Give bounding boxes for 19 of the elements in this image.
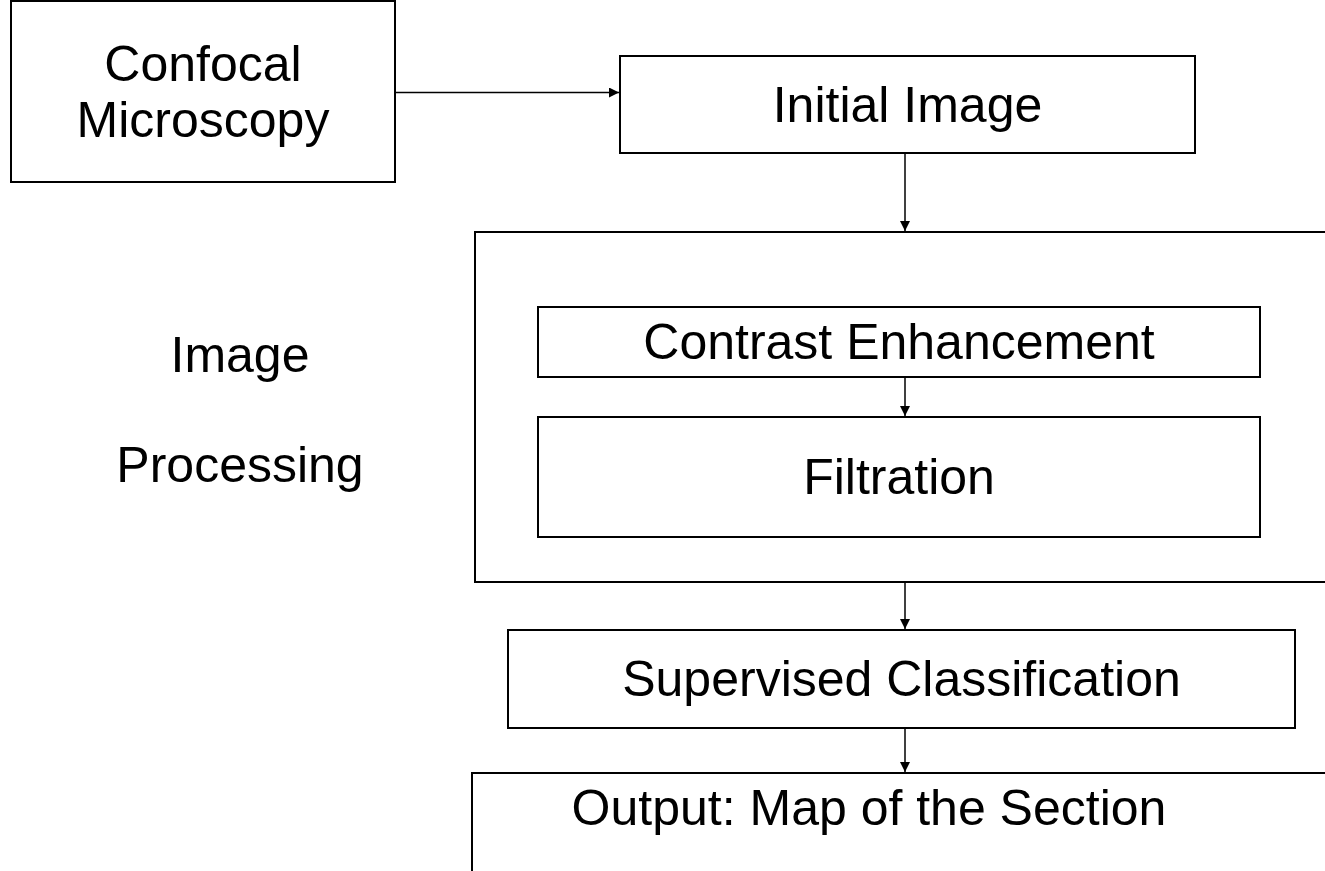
group-label: Image Processing: [115, 326, 365, 495]
arrow: [395, 87, 620, 98]
node-label: Initial Image: [772, 76, 1043, 133]
node-label: Output: Map of the Section: [571, 780, 1167, 836]
arrow: [900, 728, 910, 773]
group-box: [474, 231, 1325, 583]
process-box: [507, 629, 1296, 729]
process-box: [537, 416, 1261, 538]
process-box: [537, 306, 1261, 378]
arrow: [900, 153, 910, 232]
node-label: Contrast Enhancement: [643, 314, 1155, 370]
arrow: [900, 377, 910, 417]
output-box: [471, 772, 1325, 871]
process-box: [10, 0, 396, 183]
arrow: [900, 582, 910, 630]
node-label: Supervised Classification: [622, 651, 1181, 707]
process-box: [619, 55, 1196, 154]
node-label: Confocal Microscopy: [75, 35, 331, 148]
node-label: Filtration: [803, 449, 995, 505]
